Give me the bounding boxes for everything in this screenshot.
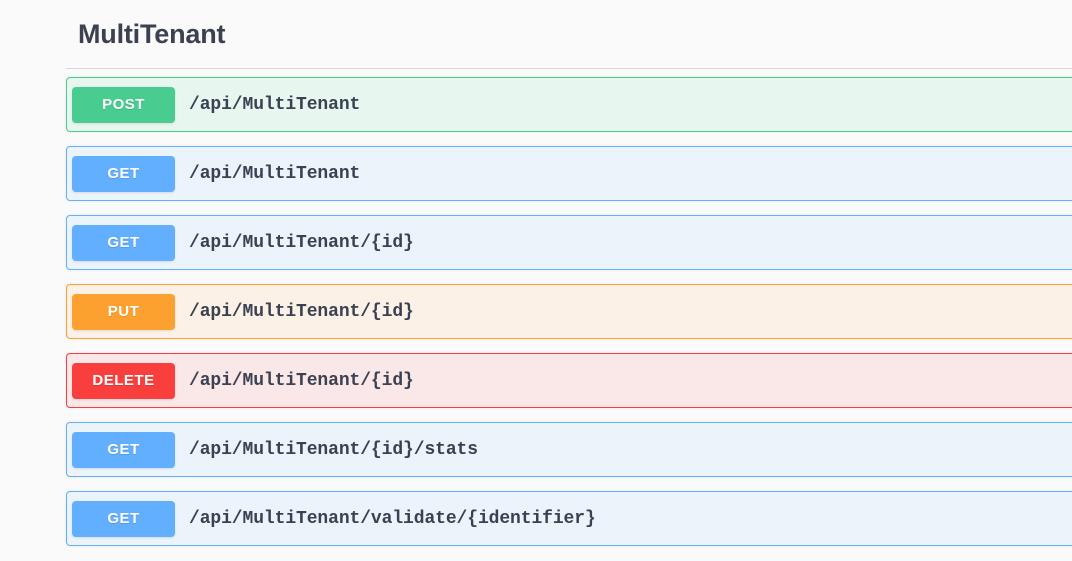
http-method-badge: POST <box>72 86 175 123</box>
endpoint-path: /api/MultiTenant/validate/{identifier} <box>189 508 596 529</box>
http-method-badge: DELETE <box>72 362 175 399</box>
http-method-badge: GET <box>72 155 175 192</box>
operation-row[interactable]: GET /api/MultiTenant/{id}/stats <box>66 422 1072 478</box>
operation-row[interactable]: GET /api/MultiTenant/{id} <box>66 215 1072 271</box>
operation-row[interactable]: POST /api/MultiTenant <box>66 77 1072 133</box>
operation-tag-section: MultiTenant POST /api/MultiTenant GET /a… <box>0 0 1072 547</box>
endpoint-path: /api/MultiTenant/{id}/stats <box>189 439 478 460</box>
operation-row[interactable]: PUT /api/MultiTenant/{id} <box>66 284 1072 340</box>
page-title[interactable]: MultiTenant <box>78 19 226 49</box>
endpoint-path: /api/MultiTenant <box>189 94 361 115</box>
operation-row[interactable]: GET /api/MultiTenant/validate/{identifie… <box>66 491 1072 547</box>
operation-row[interactable]: DELETE /api/MultiTenant/{id} <box>66 353 1072 409</box>
tag-divider <box>66 68 1072 70</box>
http-method-badge: GET <box>72 500 175 537</box>
endpoint-path: /api/MultiTenant/{id} <box>189 232 414 253</box>
endpoint-path: /api/MultiTenant/{id} <box>189 301 414 322</box>
endpoint-path: /api/MultiTenant/{id} <box>189 370 414 391</box>
endpoint-path: /api/MultiTenant <box>189 163 361 184</box>
tag-header[interactable]: MultiTenant <box>0 0 1072 50</box>
http-method-badge: GET <box>72 224 175 261</box>
http-method-badge: GET <box>72 431 175 468</box>
operation-row[interactable]: GET /api/MultiTenant <box>66 146 1072 202</box>
operations-list: POST /api/MultiTenant GET /api/MultiTena… <box>0 77 1072 547</box>
http-method-badge: PUT <box>72 293 175 330</box>
